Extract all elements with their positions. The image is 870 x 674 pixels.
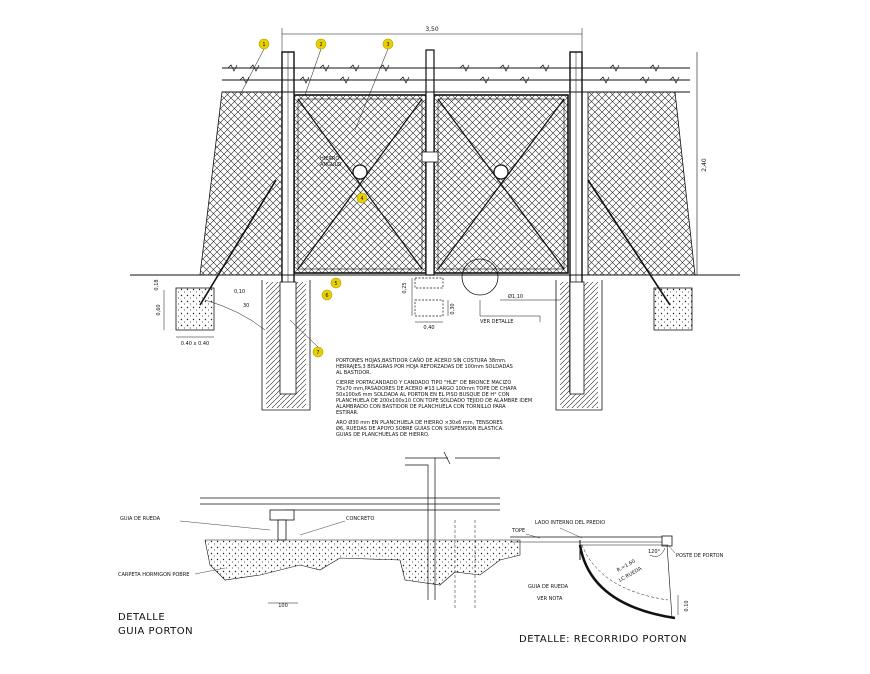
dim-diag-1: 0,10 [234,289,245,295]
callout-label: 6 [325,293,328,299]
dim-stop-width: 0,40 [423,325,434,331]
detail-recorrido-texts: LADO INTERNO DEL PREDIO TOPE R.=1.60 LC … [511,520,724,645]
callout-label: 5 [334,281,337,287]
fence-elevation [130,28,740,393]
dim-0-10: 0.10 [684,600,690,611]
lado-interno-label: LADO INTERNO DEL PREDIO [535,520,605,526]
callout-label: 2 [319,42,322,48]
tension-ring-right [493,164,509,180]
spec-notes: PORTONES HOJAS,BASTIDOR CAÑO DE ACERO SI… [336,357,532,438]
dim-right-offset: Ø1,10 [508,293,523,300]
dimension-texts: 3,50 2,40 0,18 0,60 0.40 x 0.40 0,10 30 … [154,26,708,347]
angle-label: 120° [648,549,661,555]
dim-footing-depth: 0,60 [156,304,162,315]
note-line: ARO Ø30 mm EN PLANCHUELA DE HIERRO ×30x6… [336,419,503,426]
note-line: Ø6, RUEDAS DE APOYO SOBRE GUIAS CON SUSP… [336,425,504,432]
note-line: AL BASTIDOR. [336,370,371,376]
detail-recorrido-porton [510,527,679,620]
gate-stop-block [414,277,444,289]
detail-guia-porton [179,451,521,610]
gate-swing-arc [578,544,676,620]
wheel-guide [269,509,295,521]
tension-ring-left [352,164,368,180]
note-line: CIERRE PORTACANDADO Y CANDADO TIPO "HLE"… [336,380,511,386]
tope-label: TOPE [511,528,525,534]
concreto-label: CONCRETO [346,516,374,522]
dim-100: 100 [278,603,288,609]
concrete-base [204,539,521,586]
note-line: PORTONES HOJAS,BASTIDOR CAÑO DE ACERO SI… [336,357,507,364]
guia-rueda-label: GUIA DE RUEDA [528,584,569,590]
callout-label: 7 [316,350,319,356]
dim-stop-depth: 0,30 [450,303,456,314]
callout-marker [321,289,333,301]
left-strut-footing [175,287,215,331]
left-fence-panel [199,91,283,276]
gate-center-post [425,49,435,276]
detail-callout-circle [461,258,499,296]
dim-total-width: 3,50 [425,26,439,33]
note-line: 50x100x6 mm SOLDADA AL PORTON EN EL PISO… [336,392,510,398]
note-line: GUIAS DE PLANCHUELAS DE HIERRO. [336,432,430,438]
carpeta-label: CARPETA HORMIGON POBRE [118,572,189,578]
footings [163,258,693,411]
callout-label: 4 [360,196,363,202]
note-line: 75x70 mm,PASADORES DE ACERO #13 LARGO 10… [336,386,517,392]
guia-de-rueda-label: GUIA DE RUEDA [120,516,161,522]
dim-stop-height: 0,25 [402,282,408,293]
dim-footing-size: 0.40 x 0.40 [181,341,209,347]
ver-detalle-label: VER DETALLE [480,319,513,325]
dim-total-height: 2,40 [701,158,708,172]
right-strut-footing [653,287,693,331]
callout-marker [356,192,368,204]
callout-label: 1 [262,42,265,48]
right-fence-panel [587,91,696,276]
note-line: HERRAJES,3 BISAGRAS POR HOJA REFORZADAS … [336,364,513,370]
detail-guia-texts: GUIA DE RUEDA CONCRETO CARPETA HORMIGON … [118,516,374,637]
dim-diag-2: 30 [243,303,249,309]
callout-marker [330,277,342,289]
dim-footing-height: 0,18 [154,279,160,290]
poste-label: POSTE DE PORTON [676,553,724,559]
note-line: ALAMBRADO CON BASTIDOR DE PLANCHUELA CON… [336,404,506,410]
callouts: 1 2 3 4 5 6 7 [239,38,394,358]
callout-label: 3 [386,42,389,48]
note-line: ESTIRAR. [336,410,359,416]
detail-recorrido-title: DETALLE: RECORRIDO PORTON [519,634,687,645]
detail-guia-title-1: DETALLE [118,612,165,623]
detail-guia-title-2: GUIA PORTON [118,626,193,637]
note-line: PLANCHUELA DE 200x100x10 CON TOPE SOLDAD… [336,398,532,404]
ver-nota-label: VER NOTA [537,596,563,602]
